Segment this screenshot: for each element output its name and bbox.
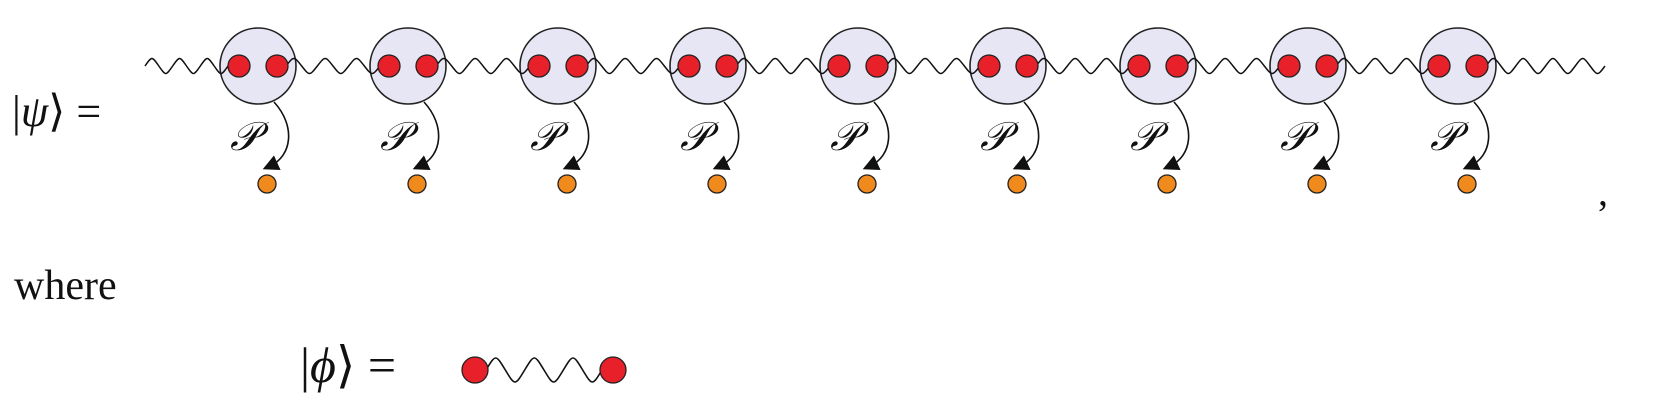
projector-label-9: 𝒫 bbox=[1430, 114, 1470, 159]
projector-label-4: 𝒫 bbox=[680, 114, 720, 159]
projector-arrow-8 bbox=[1312, 101, 1340, 170]
virtual-particle-9-2 bbox=[1465, 54, 1489, 78]
wavy-bond-6 bbox=[1035, 57, 1131, 75]
projector-arrow-6 bbox=[1012, 101, 1040, 170]
phi-state-label: |ϕ⟩ = bbox=[300, 336, 396, 394]
projector-arrow-7 bbox=[1162, 101, 1190, 170]
phi-particle-left bbox=[461, 356, 489, 384]
phi-particle-right bbox=[599, 356, 627, 384]
physical-particle-9 bbox=[1457, 174, 1477, 194]
virtual-particle-5-1 bbox=[827, 54, 851, 78]
physical-particle-8 bbox=[1307, 174, 1327, 194]
psi-ket: ⟩ bbox=[48, 87, 66, 136]
site-circle-6 bbox=[969, 27, 1047, 105]
projector-arrow-3 bbox=[562, 101, 590, 170]
virtual-particle-6-1 bbox=[977, 54, 1001, 78]
physical-particle-6 bbox=[1007, 174, 1027, 194]
site-circle-4 bbox=[669, 27, 747, 105]
virtual-particle-2-1 bbox=[377, 54, 401, 78]
virtual-particle-6-2 bbox=[1015, 54, 1039, 78]
virtual-particle-8-1 bbox=[1277, 54, 1301, 78]
virtual-particle-7-2 bbox=[1165, 54, 1189, 78]
virtual-particle-4-2 bbox=[715, 54, 739, 78]
wavy-bond-4 bbox=[735, 57, 831, 75]
physical-particle-1 bbox=[257, 174, 277, 194]
site-circle-9 bbox=[1419, 27, 1497, 105]
physical-particle-4 bbox=[707, 174, 727, 194]
projector-label-1: 𝒫 bbox=[230, 114, 270, 159]
phi-bra: | bbox=[300, 337, 311, 393]
virtual-particle-8-2 bbox=[1315, 54, 1339, 78]
virtual-particle-4-1 bbox=[677, 54, 701, 78]
where-text: where bbox=[14, 263, 117, 309]
projector-label-3: 𝒫 bbox=[530, 114, 570, 159]
projector-arrow-5 bbox=[862, 101, 890, 170]
site-circle-3 bbox=[519, 27, 597, 105]
wavy-bond-right-tail bbox=[1485, 57, 1606, 75]
virtual-particle-7-1 bbox=[1127, 54, 1151, 78]
wavy-bond-8 bbox=[1335, 57, 1431, 75]
projector-label-6: 𝒫 bbox=[980, 114, 1020, 159]
wavy-bond-3 bbox=[585, 57, 681, 75]
projector-label-5: 𝒫 bbox=[830, 114, 870, 159]
virtual-particle-1-2 bbox=[265, 54, 289, 78]
site-circle-7 bbox=[1119, 27, 1197, 105]
virtual-particle-1-1 bbox=[227, 54, 251, 78]
site-circle-5 bbox=[819, 27, 897, 105]
phi-symbol: ϕ bbox=[310, 337, 336, 393]
trailing-comma: , bbox=[1598, 169, 1608, 214]
projector-arrow-1 bbox=[262, 101, 290, 170]
wavy-bond-5 bbox=[885, 57, 981, 75]
physical-particle-5 bbox=[857, 174, 877, 194]
projector-label-7: 𝒫 bbox=[1130, 114, 1170, 159]
physical-particle-2 bbox=[407, 174, 427, 194]
virtual-particle-2-2 bbox=[415, 54, 439, 78]
projector-arrow-4 bbox=[712, 101, 740, 170]
psi-bra: | bbox=[12, 87, 21, 136]
phi-wavy-bond bbox=[485, 357, 603, 383]
virtual-particle-5-2 bbox=[865, 54, 889, 78]
wavy-bond-7 bbox=[1185, 57, 1281, 75]
psi-state-label: |ψ⟩ = bbox=[12, 86, 101, 137]
wavy-bond-1 bbox=[285, 57, 381, 75]
virtual-particle-9-1 bbox=[1427, 54, 1451, 78]
site-circle-1 bbox=[219, 27, 297, 105]
site-circle-2 bbox=[369, 27, 447, 105]
phi-ket: ⟩ bbox=[335, 337, 356, 393]
phi-pair-diagram bbox=[461, 356, 627, 384]
phi-equals: = bbox=[367, 337, 397, 393]
wavy-bond-2 bbox=[435, 57, 531, 75]
site-circle-8 bbox=[1269, 27, 1347, 105]
projector-arrow-9 bbox=[1462, 101, 1490, 170]
wavy-bond-left-tail bbox=[144, 57, 229, 75]
virtual-particle-3-2 bbox=[565, 54, 589, 78]
physical-particle-7 bbox=[1157, 174, 1177, 194]
physical-particle-3 bbox=[557, 174, 577, 194]
virtual-particle-3-1 bbox=[527, 54, 551, 78]
projector-arrow-2 bbox=[412, 101, 440, 170]
projector-label-8: 𝒫 bbox=[1280, 114, 1320, 159]
psi-equals: = bbox=[76, 87, 102, 136]
psi-symbol: ψ bbox=[20, 87, 49, 136]
projector-label-2: 𝒫 bbox=[380, 114, 420, 159]
